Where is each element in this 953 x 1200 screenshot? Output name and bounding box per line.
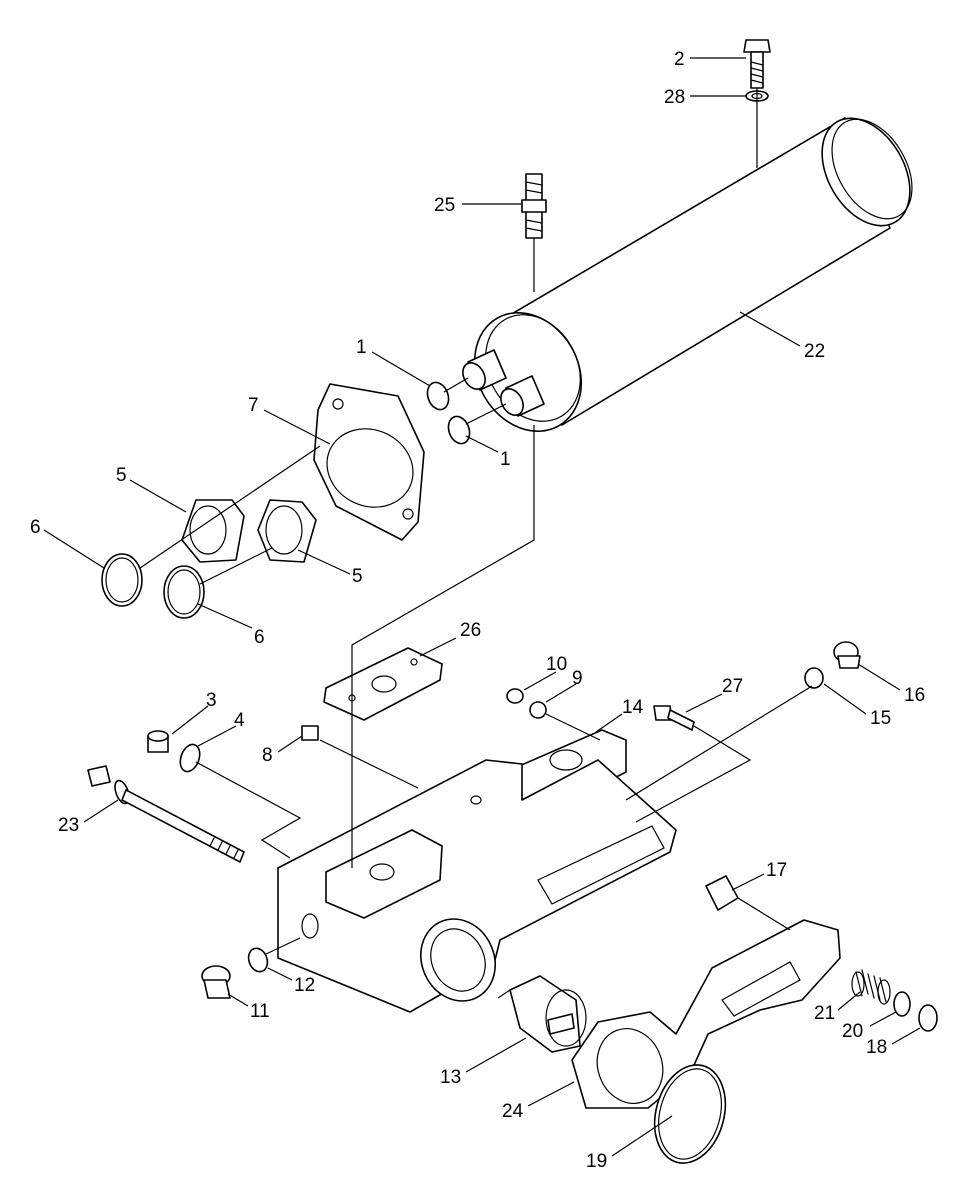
part-8-plug <box>301 725 319 741</box>
callout-25: 25 <box>434 195 455 216</box>
callout-21: 21 <box>814 1003 835 1024</box>
part-20-ring <box>893 991 911 1017</box>
part-23-long-bolt <box>87 765 245 863</box>
callout-15: 15 <box>870 708 891 729</box>
part-1-o-ring-upper <box>426 381 450 411</box>
callout-2: 2 <box>674 49 685 70</box>
callout-5b: 5 <box>352 566 363 587</box>
callout-17: 17 <box>766 860 787 881</box>
callout-22: 22 <box>804 341 825 362</box>
part-13-valve <box>509 975 587 1053</box>
part-1-o-ring-lower <box>447 415 471 445</box>
main-housing <box>277 759 677 1013</box>
part-21-spring <box>851 969 891 1005</box>
part-27-screw <box>653 705 695 731</box>
part-16-plug <box>833 641 861 669</box>
part-6-ring-left <box>101 553 143 607</box>
part-25-stud <box>521 173 547 239</box>
callout-3: 3 <box>206 690 217 711</box>
part-3-plug <box>147 730 169 753</box>
callout-labels: 2 28 25 22 1 1 7 5 5 6 6 26 10 9 27 14 1… <box>30 49 925 1172</box>
part-7-flange <box>313 383 425 541</box>
part-5-sleeve-right <box>257 499 317 563</box>
callout-11: 11 <box>250 1001 270 1022</box>
callout-8: 8 <box>262 745 273 766</box>
callout-27: 27 <box>722 676 743 697</box>
part-22-cylinder <box>462 117 913 433</box>
callout-18: 18 <box>866 1037 887 1058</box>
callout-23: 23 <box>58 815 79 836</box>
assembly-lines <box>139 88 813 999</box>
callout-7: 7 <box>248 395 259 416</box>
part-5-sleeve-left <box>181 499 245 563</box>
callout-9: 9 <box>572 668 583 689</box>
part-4-ring <box>179 743 201 773</box>
callout-16: 16 <box>904 685 925 706</box>
callout-leaders <box>43 57 921 1157</box>
callout-28: 28 <box>664 87 685 108</box>
part-6-ring-right <box>163 565 205 619</box>
callout-1b: 1 <box>500 449 511 470</box>
callout-26: 26 <box>460 620 481 641</box>
part-26-gasket-plate <box>323 647 443 721</box>
callout-24: 24 <box>502 1101 524 1122</box>
callout-4: 4 <box>234 710 245 731</box>
part-11-plug <box>201 965 231 999</box>
part-18-circlip <box>918 1004 938 1032</box>
callout-14: 14 <box>622 697 644 718</box>
part-12-ring <box>247 947 269 973</box>
part-17-fitting <box>705 875 739 911</box>
callout-12: 12 <box>294 975 315 996</box>
callout-10: 10 <box>546 654 567 675</box>
part-9-ring <box>529 701 547 719</box>
callout-6b: 6 <box>254 627 265 648</box>
callout-13: 13 <box>440 1067 461 1088</box>
part-2-bolt <box>743 39 771 89</box>
callout-19: 19 <box>586 1151 607 1172</box>
callout-5a: 5 <box>116 465 127 486</box>
part-15-ring <box>804 667 824 689</box>
callout-6a: 6 <box>30 517 41 538</box>
callout-1a: 1 <box>356 337 367 358</box>
part-19-snap-ring <box>653 1064 727 1164</box>
part-10-plug <box>506 688 524 704</box>
callout-20: 20 <box>842 1021 863 1042</box>
